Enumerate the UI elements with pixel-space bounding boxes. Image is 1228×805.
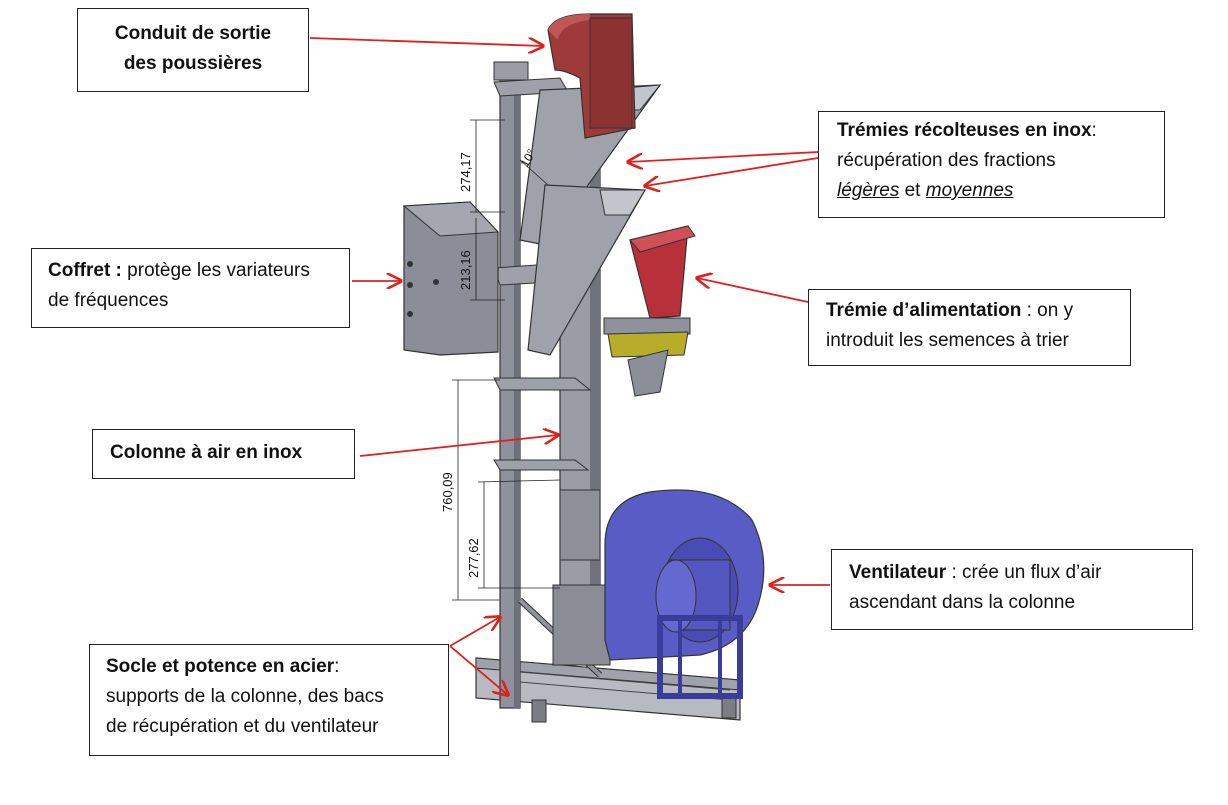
arrow-tremie-2: [645, 157, 819, 186]
dimension-213: 213,16: [458, 250, 473, 290]
label-conduit-line2: des poussières: [123, 53, 263, 74]
label-coffret: Coffret : protège les variateurs de fréq…: [31, 248, 350, 328]
label-ventilateur: Ventilateur : crée un flux d’air ascenda…: [831, 549, 1193, 630]
callout-arrows: [309, 37, 830, 695]
label-colonne: Colonne à air en inox: [92, 429, 355, 479]
dimension-277: 277,62: [466, 538, 481, 578]
dimension-274: 274,17: [458, 152, 473, 192]
dimension-760: 760,09: [440, 472, 455, 512]
fan: [604, 489, 765, 699]
arrow-conduit: [309, 37, 543, 46]
control-box: [402, 201, 500, 356]
label-alimentation: Trémie d’alimentation : on y introduit l…: [808, 289, 1131, 366]
feed-hopper: [603, 225, 696, 397]
dust-outlet-duct: [547, 13, 636, 139]
label-coffret-title: Coffret :: [48, 260, 122, 281]
label-conduit: Conduit de sortie des poussières: [77, 8, 309, 92]
label-tremies: Trémies récolteuses en inox: récupératio…: [818, 111, 1165, 218]
steel-base: [475, 657, 741, 723]
arrow-tremie-1: [628, 151, 819, 162]
label-socle: Socle et potence en acier: supports de l…: [89, 644, 449, 756]
label-tremies-line2: récupération des fractions: [837, 150, 1056, 171]
label-ventilateur-title: Ventilateur: [849, 562, 947, 583]
label-tremies-title: Trémies récolteuses en inox: [837, 120, 1092, 141]
arrow-alimentation: [697, 278, 809, 303]
label-socle-title: Socle et potence en acier: [106, 656, 335, 677]
label-colonne-title: Colonne à air en inox: [110, 442, 303, 463]
label-alimentation-title: Trémie d’alimentation: [826, 300, 1022, 321]
arrow-socle-2: [449, 645, 508, 695]
label-conduit-title: Conduit de sortie: [114, 23, 272, 44]
arrow-colonne: [359, 435, 558, 457]
dimension-lines: [452, 119, 561, 601]
arrow-socle-1: [449, 617, 500, 647]
